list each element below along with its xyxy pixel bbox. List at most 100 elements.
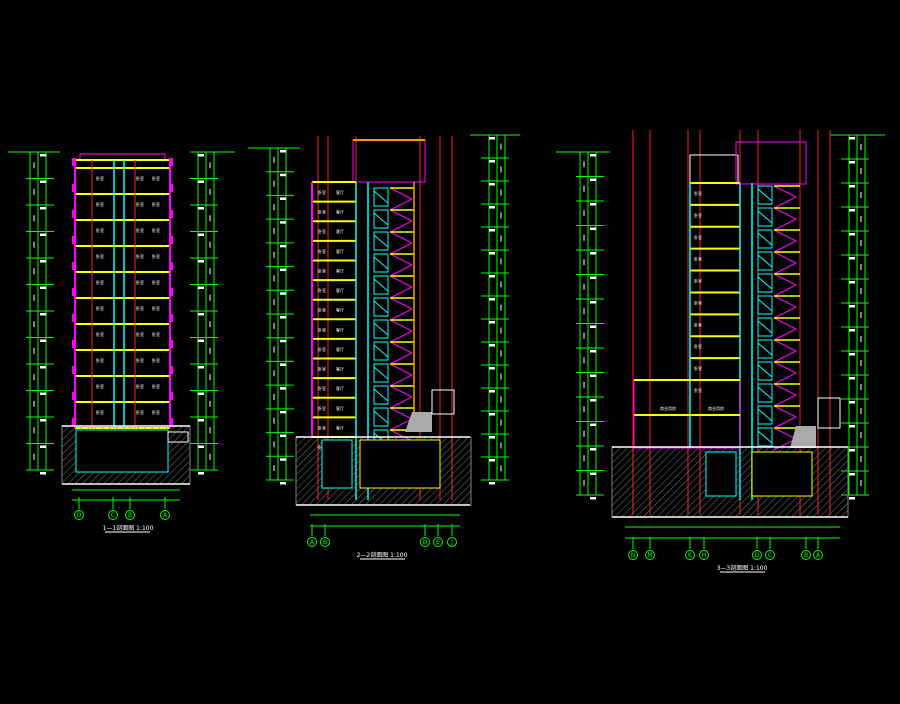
- stair-flight: [389, 231, 413, 244]
- stair-flight: [773, 251, 797, 264]
- stair-window: [757, 232, 773, 246]
- room-label: 卧室: [152, 279, 160, 285]
- stair-flight: [389, 363, 413, 376]
- room-label: 客厅: [336, 228, 344, 234]
- elevation-mark: [40, 260, 46, 263]
- axis-label: D: [77, 512, 82, 519]
- elevation-mark: [489, 459, 495, 462]
- elevation-mark: [489, 436, 495, 439]
- basement-room: [321, 439, 353, 489]
- axis-label: A: [310, 539, 315, 546]
- room-label: 卧室: [96, 201, 104, 207]
- elevation-mark: [198, 233, 204, 236]
- room-label: 卧室: [136, 227, 144, 233]
- axis-label: A: [816, 552, 821, 559]
- elevation-mark: [280, 292, 286, 295]
- elevation-mark: [280, 410, 286, 414]
- room-label: 卧室: [694, 299, 702, 305]
- room-label: 卧室: [318, 287, 326, 293]
- room-label: 卧室: [152, 357, 160, 363]
- elevation-mark: [280, 434, 286, 438]
- stair-window: [373, 410, 389, 424]
- elevation-mark: [489, 482, 495, 485]
- stair-flight: [389, 220, 413, 233]
- elevation-mark: [489, 229, 495, 232]
- elevation-mark: [849, 473, 855, 476]
- room-label: 卧室: [318, 248, 326, 254]
- stair-flight: [389, 374, 413, 387]
- elevation-mark: [849, 209, 855, 212]
- elevation-mark: [40, 392, 46, 395]
- room-label: 客厅: [336, 267, 344, 273]
- axis-bubble: [307, 537, 317, 547]
- axis-label: M: [647, 552, 652, 559]
- room-label: 卧室: [136, 331, 144, 337]
- room-label: 卧室: [152, 383, 160, 389]
- elevation-mark: [40, 286, 46, 289]
- elevation-mark: [849, 329, 855, 332]
- section-title-1: 1—1剖面图 1:100: [103, 524, 154, 532]
- axis-label: N: [631, 552, 636, 559]
- elevation-mark: [489, 390, 495, 393]
- room-label: 客厅: [336, 405, 344, 411]
- elevation-mark: [280, 197, 286, 200]
- basement-room: [75, 429, 169, 473]
- stair-window: [757, 229, 773, 249]
- room-label: 卧室: [694, 256, 702, 262]
- stair-window: [373, 275, 389, 295]
- room-label: 卧室: [152, 253, 160, 259]
- room-label: 卧室: [136, 409, 144, 415]
- elevation-mark: [590, 423, 596, 426]
- stair-flight: [389, 308, 413, 321]
- elevation-mark: [40, 180, 46, 183]
- stair-window: [373, 388, 389, 402]
- elevation-mark: [280, 387, 286, 390]
- elevation-mark: [280, 244, 286, 248]
- elevation-mark: [590, 497, 596, 500]
- stair-window: [757, 298, 773, 312]
- axis-label: J: [450, 539, 453, 546]
- stair-window: [373, 256, 389, 270]
- stair-window: [757, 408, 773, 422]
- elevation-mark: [280, 221, 286, 224]
- elevation-mark: [280, 458, 286, 461]
- elevation-mark: [489, 160, 495, 163]
- stair-flight: [389, 275, 413, 288]
- axis-bubble: [125, 510, 135, 520]
- basement-room: [751, 451, 813, 497]
- axis-bubble: [108, 510, 118, 520]
- elevation-mark: [280, 316, 286, 319]
- stair-flight: [389, 286, 413, 299]
- room-label: 卧室: [136, 175, 144, 181]
- elevation-mark: [280, 363, 286, 366]
- axis-label: D: [423, 539, 428, 546]
- elevation-mark: [489, 183, 495, 186]
- room-label: 商业用房: [708, 405, 724, 411]
- room-label: 卧室: [318, 346, 326, 352]
- room-label: 卧室: [96, 253, 104, 259]
- elevation-mark: [489, 275, 495, 278]
- room-label: 卧室: [96, 279, 104, 285]
- axis-bubble: [801, 550, 811, 560]
- stair-flight: [389, 187, 413, 200]
- elevation-mark: [590, 301, 596, 304]
- roof-structure: [689, 154, 739, 184]
- elevation-mark: [198, 472, 204, 475]
- stair-tower-top: [735, 141, 807, 185]
- elevation-mark: [849, 497, 855, 500]
- elevation-mark: [198, 313, 204, 316]
- room-label: 商业用房: [660, 405, 676, 411]
- stair-flight: [773, 383, 797, 396]
- stair-flight: [389, 264, 413, 277]
- room-label: 卧室: [318, 366, 326, 372]
- stair-flight: [389, 297, 413, 310]
- stair-flight: [773, 350, 797, 363]
- elevation-mark: [849, 401, 855, 404]
- stair-flight: [389, 253, 413, 266]
- stair-window: [757, 251, 773, 271]
- stair-window: [757, 317, 773, 337]
- room-label: 卧室: [694, 343, 702, 349]
- elevation-mark: [590, 203, 596, 206]
- room-label: 卧室: [152, 201, 160, 207]
